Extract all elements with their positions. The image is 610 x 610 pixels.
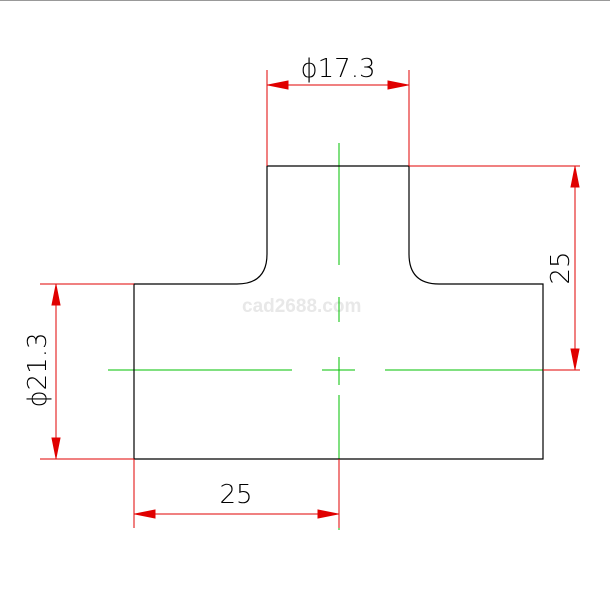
arrow-icon bbox=[51, 284, 61, 306]
dim-right-height: 25 bbox=[546, 251, 576, 284]
tee-outline bbox=[133, 165, 544, 460]
arrow-icon bbox=[51, 437, 61, 459]
dim-left-diameter: ϕ21.3 bbox=[23, 332, 53, 407]
arrow-icon bbox=[317, 509, 339, 519]
dim-bottom-length: 25 bbox=[219, 480, 252, 510]
arrow-icon bbox=[267, 80, 289, 90]
arrow-icon bbox=[387, 80, 409, 90]
centerlines bbox=[108, 143, 565, 530]
arrow-icon bbox=[134, 509, 156, 519]
arrow-icon bbox=[570, 166, 580, 188]
arrow-icon bbox=[570, 348, 580, 370]
watermark: cad2688.com bbox=[242, 296, 361, 317]
dim-top-diameter: ϕ17.3 bbox=[300, 54, 375, 84]
dimensions bbox=[40, 70, 580, 528]
